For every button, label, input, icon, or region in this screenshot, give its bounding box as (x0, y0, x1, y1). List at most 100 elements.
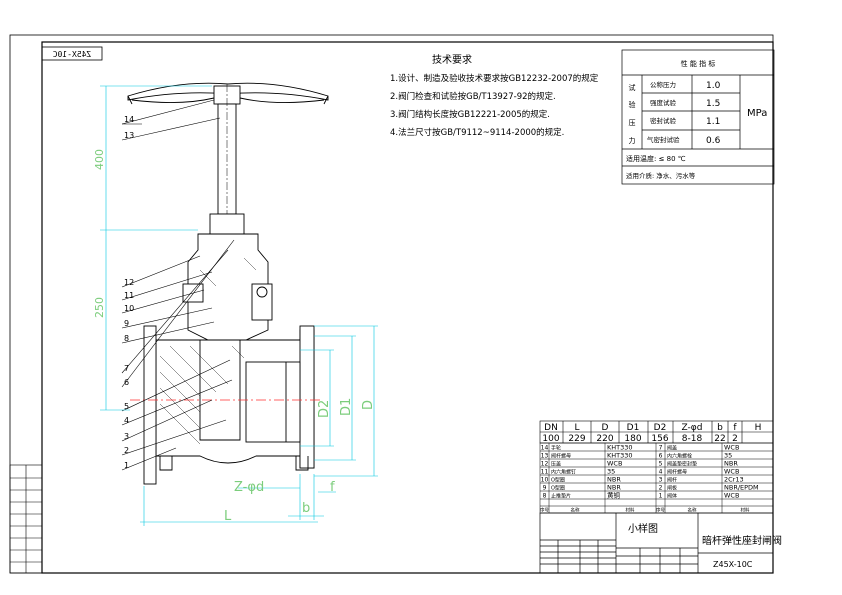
callout-leaders (121, 99, 235, 471)
part-name: 内六角螺栓 (667, 453, 692, 460)
part-material: NBR (724, 460, 738, 468)
dimension-lines (100, 85, 378, 526)
dim-D: D (361, 400, 376, 410)
part-name: 阀盖 (667, 445, 677, 452)
part-number: 12 (541, 461, 549, 468)
parts-header-cell: 材料 (626, 507, 635, 514)
part-name: 手轮 (551, 445, 561, 452)
drawing-code-mirrored: Z45X-10C (53, 50, 92, 59)
callout-4: 4 (124, 416, 129, 425)
perf-side-4: 力 (629, 136, 636, 145)
part-name: 压盖 (551, 461, 561, 468)
part-name: 阀杆螺母 (551, 453, 571, 460)
dim-value-6: 22 (714, 434, 725, 444)
perf-side-2: 验 (629, 100, 636, 109)
part-material: WCB (724, 492, 739, 500)
part-number: 10 (541, 477, 549, 484)
perf-value-2: 1.5 (706, 99, 720, 109)
tech-requirement-4: 4.法兰尺寸按GB/T9112~9114-2000的规定. (390, 127, 564, 138)
dim-header-5: Z-φd (682, 423, 703, 433)
right-flange (299, 325, 315, 469)
perf-name-2: 强度试验 (650, 98, 677, 107)
part-material: WCB (724, 468, 739, 476)
callout-14: 14 (124, 115, 134, 124)
dim-header-1: L (574, 423, 579, 433)
part-material: 35 (724, 452, 732, 460)
dim-f: f (330, 480, 335, 495)
perf-temperature: 适用温度: ≤ 80 ℃ (626, 154, 686, 163)
callout-2: 2 (124, 446, 129, 455)
perf-side-3: 压 (629, 119, 636, 127)
dim-value-1: 229 (568, 434, 585, 444)
parts-header-cell: 材料 (741, 507, 750, 514)
dim-b: b (302, 501, 310, 516)
part-material: KHT330 (607, 452, 633, 460)
dim-header-3: D1 (627, 423, 640, 433)
part-number: 6 (659, 453, 663, 460)
dimension-labels: 400 250 D2 D1 D Z-φd f b L (93, 149, 376, 524)
dim-header-0: DN (544, 423, 558, 433)
parts-header-cell: 名称 (571, 507, 580, 514)
dim-header-4: D2 (654, 423, 667, 433)
tech-requirements-title: 技术要求 (432, 53, 472, 66)
dim-Z-phi-d: Z-φd (234, 480, 264, 495)
part-material: NBR (607, 484, 621, 492)
dim-value-0: 100 (542, 434, 559, 444)
tech-requirement-1: 1.设计、制造及验收技术要求按GB12232-2007的规定 (390, 73, 599, 84)
callout-13: 13 (124, 131, 134, 140)
part-number: 1 (659, 493, 663, 500)
code-box: Z45X-10C (41, 46, 103, 61)
parts-header-cell: 序号 (540, 507, 549, 514)
part-number: 13 (541, 453, 549, 460)
part-number: 8 (543, 493, 547, 500)
inner-frame (41, 41, 774, 574)
perf-value-3: 1.1 (706, 117, 720, 127)
part-name: 闸板 (667, 485, 677, 492)
dim-header-6: b (717, 423, 723, 433)
perf-name-4: 气密封试验 (647, 135, 680, 144)
performance-title: 性 能 指 标 (681, 59, 716, 68)
dim-value-7: 2 (732, 434, 738, 444)
parts-header-cell: 名称 (688, 507, 697, 514)
part-number: 7 (659, 445, 663, 452)
valve-drawing (127, 82, 329, 485)
drawing-model: Z45X-10C (713, 560, 753, 569)
drawing-title: 暗杆弹性座封闸阀 (702, 534, 782, 547)
part-material: NBR (607, 476, 621, 484)
dim-value-5: 8-18 (682, 434, 703, 444)
sheet-label: 小样图 (628, 522, 658, 535)
dim-value-4: 156 (651, 434, 668, 444)
parts-header-cell: 序号 (656, 507, 665, 514)
part-material: 黄铜 (607, 491, 621, 500)
perf-medium: 适用介质: 净水、污水等 (626, 171, 696, 180)
dim-D2: D2 (317, 400, 332, 418)
perf-value-1: 1.0 (706, 81, 721, 91)
part-name: 阀盖垫密封垫 (667, 461, 697, 468)
tech-requirements: 技术要求 1.设计、制造及验收技术要求按GB12232-2007的规定 2.阀门… (390, 53, 599, 138)
perf-side-1: 试 (629, 83, 636, 92)
part-name: 阀杆螺母 (667, 469, 687, 476)
part-material: WCB (607, 460, 622, 468)
part-name: O型圈 (551, 485, 565, 492)
dim-400: 400 (93, 149, 106, 170)
part-number: 11 (541, 469, 549, 476)
part-material: 2Cr13 (724, 476, 744, 484)
part-material: NBR/EPDM (724, 484, 759, 492)
dim-header-2: D (602, 423, 609, 433)
dim-L: L (224, 509, 232, 524)
dimension-table: DN L D D1 D2 Z-φd b f H 100 229 220 180 … (539, 420, 774, 444)
left-revision-strip (9, 464, 43, 574)
dim-250: 250 (93, 297, 106, 318)
perf-name-3: 密封试验 (650, 116, 677, 125)
callout-10: 10 (124, 304, 134, 313)
callout-1: 1 (124, 461, 129, 470)
part-number: 3 (659, 477, 663, 484)
callout-5: 5 (124, 402, 129, 411)
tech-requirement-2: 2.阀门检查和试验按GB/T13927-92的规定. (390, 91, 556, 102)
part-number: 2 (659, 485, 663, 492)
perf-unit: MPa (747, 108, 767, 119)
callout-12: 12 (124, 278, 134, 287)
callout-9: 9 (124, 319, 129, 328)
